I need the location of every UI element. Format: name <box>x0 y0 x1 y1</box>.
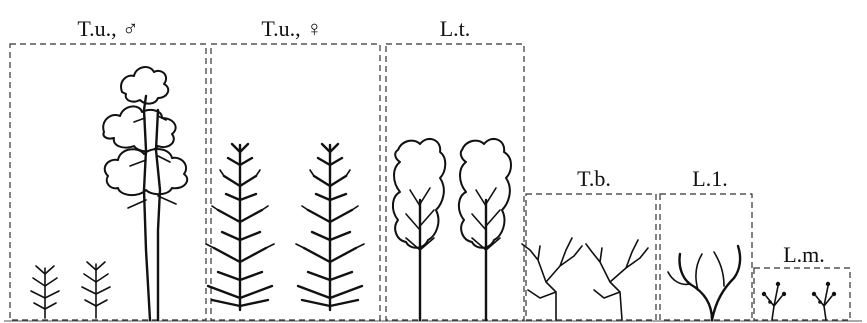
group-lt-frame <box>385 43 525 321</box>
shrub-tree-1 <box>392 137 447 322</box>
herb-2 <box>295 142 365 312</box>
group-tu-female: T.u., ♀ <box>205 16 381 321</box>
curved-shrub <box>667 244 742 322</box>
group-tu-male-label: T.u., ♂ <box>77 16 138 41</box>
small-plant-2 <box>811 281 837 321</box>
branched-shrub-2 <box>585 239 649 321</box>
group-l1-frame <box>659 193 753 321</box>
group-lt: L.t. <box>385 16 525 322</box>
tall-tree <box>102 66 189 322</box>
group-tb-frame <box>525 193 657 321</box>
group-tu-male-frame <box>9 43 207 321</box>
group-tb-label: T.b. <box>577 166 611 191</box>
group-tb: T.b. <box>521 166 657 321</box>
seedling-2 <box>81 261 111 319</box>
small-plant-1 <box>761 281 787 321</box>
branched-shrub-1 <box>521 237 583 321</box>
group-l1: L.1. <box>659 166 753 322</box>
seedling-1 <box>30 265 60 319</box>
group-tu-male: T.u., ♂ <box>9 16 207 322</box>
group-lt-label: L.t. <box>440 16 471 41</box>
herb-1 <box>205 142 275 312</box>
group-l1-label: L.1. <box>692 166 727 191</box>
group-tu-female-frame <box>210 43 381 321</box>
group-lm-label: L.m. <box>783 242 825 267</box>
group-lm: L.m. <box>753 242 851 321</box>
shrub-tree-2 <box>458 137 512 322</box>
group-lm-frame <box>753 267 851 321</box>
group-tu-female-label: T.u., ♀ <box>261 16 322 41</box>
